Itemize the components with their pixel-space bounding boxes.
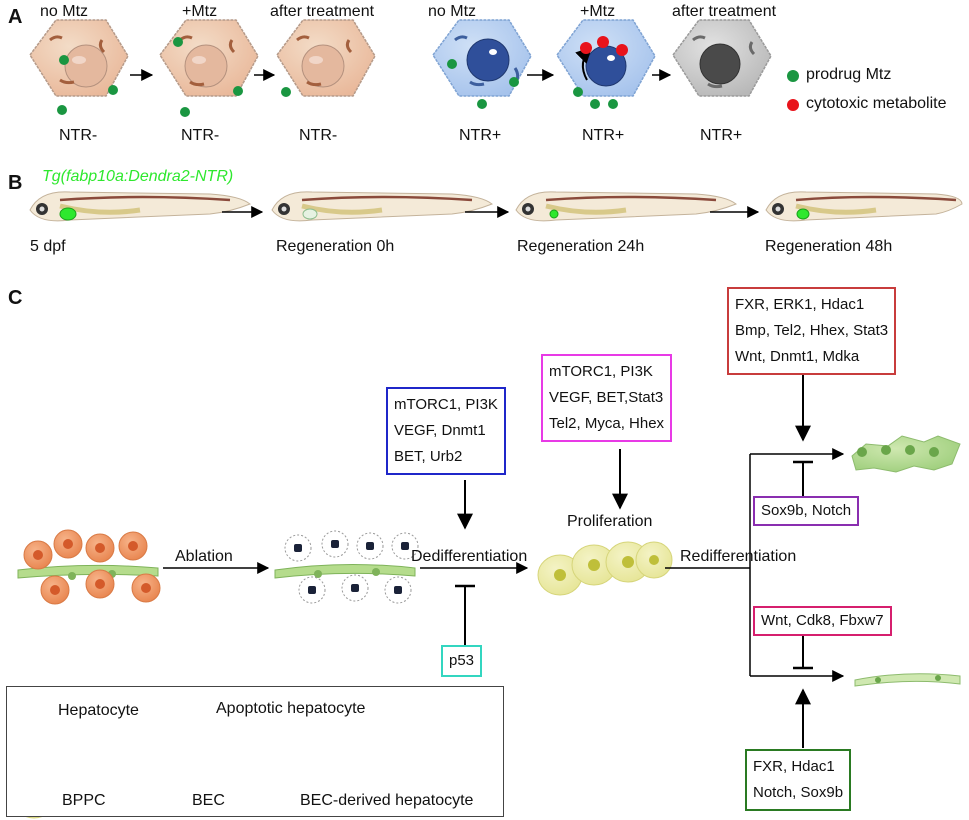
prodrug-dot [447, 59, 457, 69]
regulator-line: Bmp, Tel2, Hhex, Stat3 [735, 322, 889, 339]
prodrug-dot [573, 87, 583, 97]
stage-label-48h: Regeneration 48h [765, 238, 893, 255]
larva-48h [765, 191, 963, 222]
label-no-mtz-2: no Mtz [428, 3, 477, 20]
step-dedifferentiation: Dedifferentiation [411, 548, 528, 565]
cell-label-ntr-plus: NTR+ [459, 127, 502, 144]
regulator-box-hepatocyte-inhibit: Sox9b, Notch [753, 496, 860, 526]
cell-ntr-plus-plus-mtz [556, 19, 656, 109]
prodrug-dot [509, 77, 519, 87]
regulator-line: Tel2, Myca, Hhex [549, 415, 665, 432]
bppc-cluster [537, 541, 673, 596]
regulator-line: FXR, Hdac1 [753, 758, 835, 775]
label-plus-mtz-2: +Mtz [580, 3, 616, 20]
metabolite-dot [580, 42, 592, 54]
cell-label-ntr-plus: NTR+ [582, 127, 625, 144]
step-proliferation: Proliferation [567, 513, 653, 530]
stage-label-0h: Regeneration 0h [276, 238, 395, 255]
cell-label-ntr-minus: NTR- [299, 127, 338, 144]
cell-ntr-plus-after [672, 19, 772, 97]
apoptotic-cluster [274, 530, 419, 604]
legend-metabolite-label: cytotoxic metabolite [806, 95, 947, 112]
prodrug-dot [173, 37, 183, 47]
metabolite-legend-dot [787, 99, 799, 111]
prodrug-dot [281, 87, 291, 97]
cell-ntr-minus-after [276, 19, 376, 97]
stage-label-5dpf: 5 dpf [30, 238, 66, 255]
regulator-line: VEGF, BET,Stat3 [549, 389, 664, 406]
step-redifferentiation: Redifferentiation [680, 548, 797, 565]
stage-label-24h: Regeneration 24h [517, 238, 645, 255]
prodrug-dot [590, 99, 600, 109]
legend-bppc-label: BPPC [62, 792, 106, 809]
legend-bec-label: BEC [192, 792, 225, 809]
larva-24h [515, 191, 737, 222]
legend-hepatocyte-label: Hepatocyte [58, 702, 139, 719]
label-plus-mtz: +Mtz [182, 3, 218, 20]
regulator-box-bec-inhibit: Wnt, Cdk8, Fbxw7 [753, 606, 892, 636]
cell-type-legend [6, 686, 504, 817]
cell-ntr-plus-no-mtz [432, 19, 532, 109]
cell-ntr-minus-no-mtz [29, 19, 129, 115]
regulator-line: mTORC1, PI3K [549, 363, 653, 380]
regulator-line: BET, Urb2 [394, 448, 463, 465]
prodrug-dot [108, 85, 118, 95]
prodrug-dot [233, 86, 243, 96]
bec-strip [854, 673, 961, 687]
prodrug-dot [180, 107, 190, 117]
transgene-label: Tg(fabp10a:Dendra2-NTR) [42, 168, 234, 185]
regulator-box-p53: p53 [441, 645, 483, 677]
regulator-line: mTORC1, PI3K [394, 396, 498, 413]
legend-prodrug-label: prodrug Mtz [806, 66, 892, 83]
cell-label-ntr-minus: NTR- [59, 127, 98, 144]
regulator-line: Wnt, Cdk8, Fbxw7 [761, 612, 884, 629]
prodrug-dot [57, 105, 67, 115]
metabolite-dot [616, 44, 628, 56]
regulator-line: FXR, ERK1, Hdac1 [735, 296, 865, 313]
cell-label-ntr-minus: NTR- [181, 127, 220, 144]
label-no-mtz: no Mtz [40, 3, 89, 20]
prodrug-dot [59, 55, 69, 65]
larva-0h [271, 191, 493, 222]
regulator-box-bec-promote: FXR, Hdac1 Notch, Sox9b [745, 749, 852, 811]
step-ablation: Ablation [175, 548, 233, 565]
regulator-line: VEGF, Dnmt1 [394, 422, 486, 439]
cell-label-ntr-plus: NTR+ [700, 127, 743, 144]
panel-label-b: B [8, 172, 23, 194]
prodrug-legend-dot [787, 70, 799, 82]
regulator-line: p53 [449, 652, 475, 669]
panel-label-a: A [8, 6, 23, 28]
prodrug-dot [477, 99, 487, 109]
regulator-line: Wnt, Dnmt1, Mdka [735, 348, 860, 365]
hepatocyte-cluster [17, 529, 161, 605]
label-after-treatment: after treatment [270, 3, 375, 20]
prodrug-dot [608, 99, 618, 109]
panel-label-c: C [8, 287, 23, 309]
regulator-box-dedifferentiation: mTORC1, PI3K VEGF, Dnmt1 BET, Urb2 [386, 387, 506, 475]
regulator-line: Notch, Sox9b [753, 784, 844, 801]
label-after-treatment-2: after treatment [672, 3, 777, 20]
larva-5dpf [29, 191, 251, 222]
regulator-box-hepatocyte-promote: FXR, ERK1, Hdac1 Bmp, Tel2, Hhex, Stat3 … [727, 287, 897, 375]
bec-derived-hepatocyte-cluster [851, 435, 961, 473]
cell-ntr-minus-plus-mtz [159, 19, 259, 117]
metabolite-dot [597, 36, 609, 48]
regulator-line: Sox9b, Notch [761, 502, 852, 519]
regulator-box-proliferation: mTORC1, PI3K VEGF, BET,Stat3 Tel2, Myca,… [541, 354, 673, 442]
legend-bec-derived-label: BEC-derived hepatocyte [300, 792, 474, 809]
legend-apoptotic-label: Apoptotic hepatocyte [216, 700, 366, 717]
